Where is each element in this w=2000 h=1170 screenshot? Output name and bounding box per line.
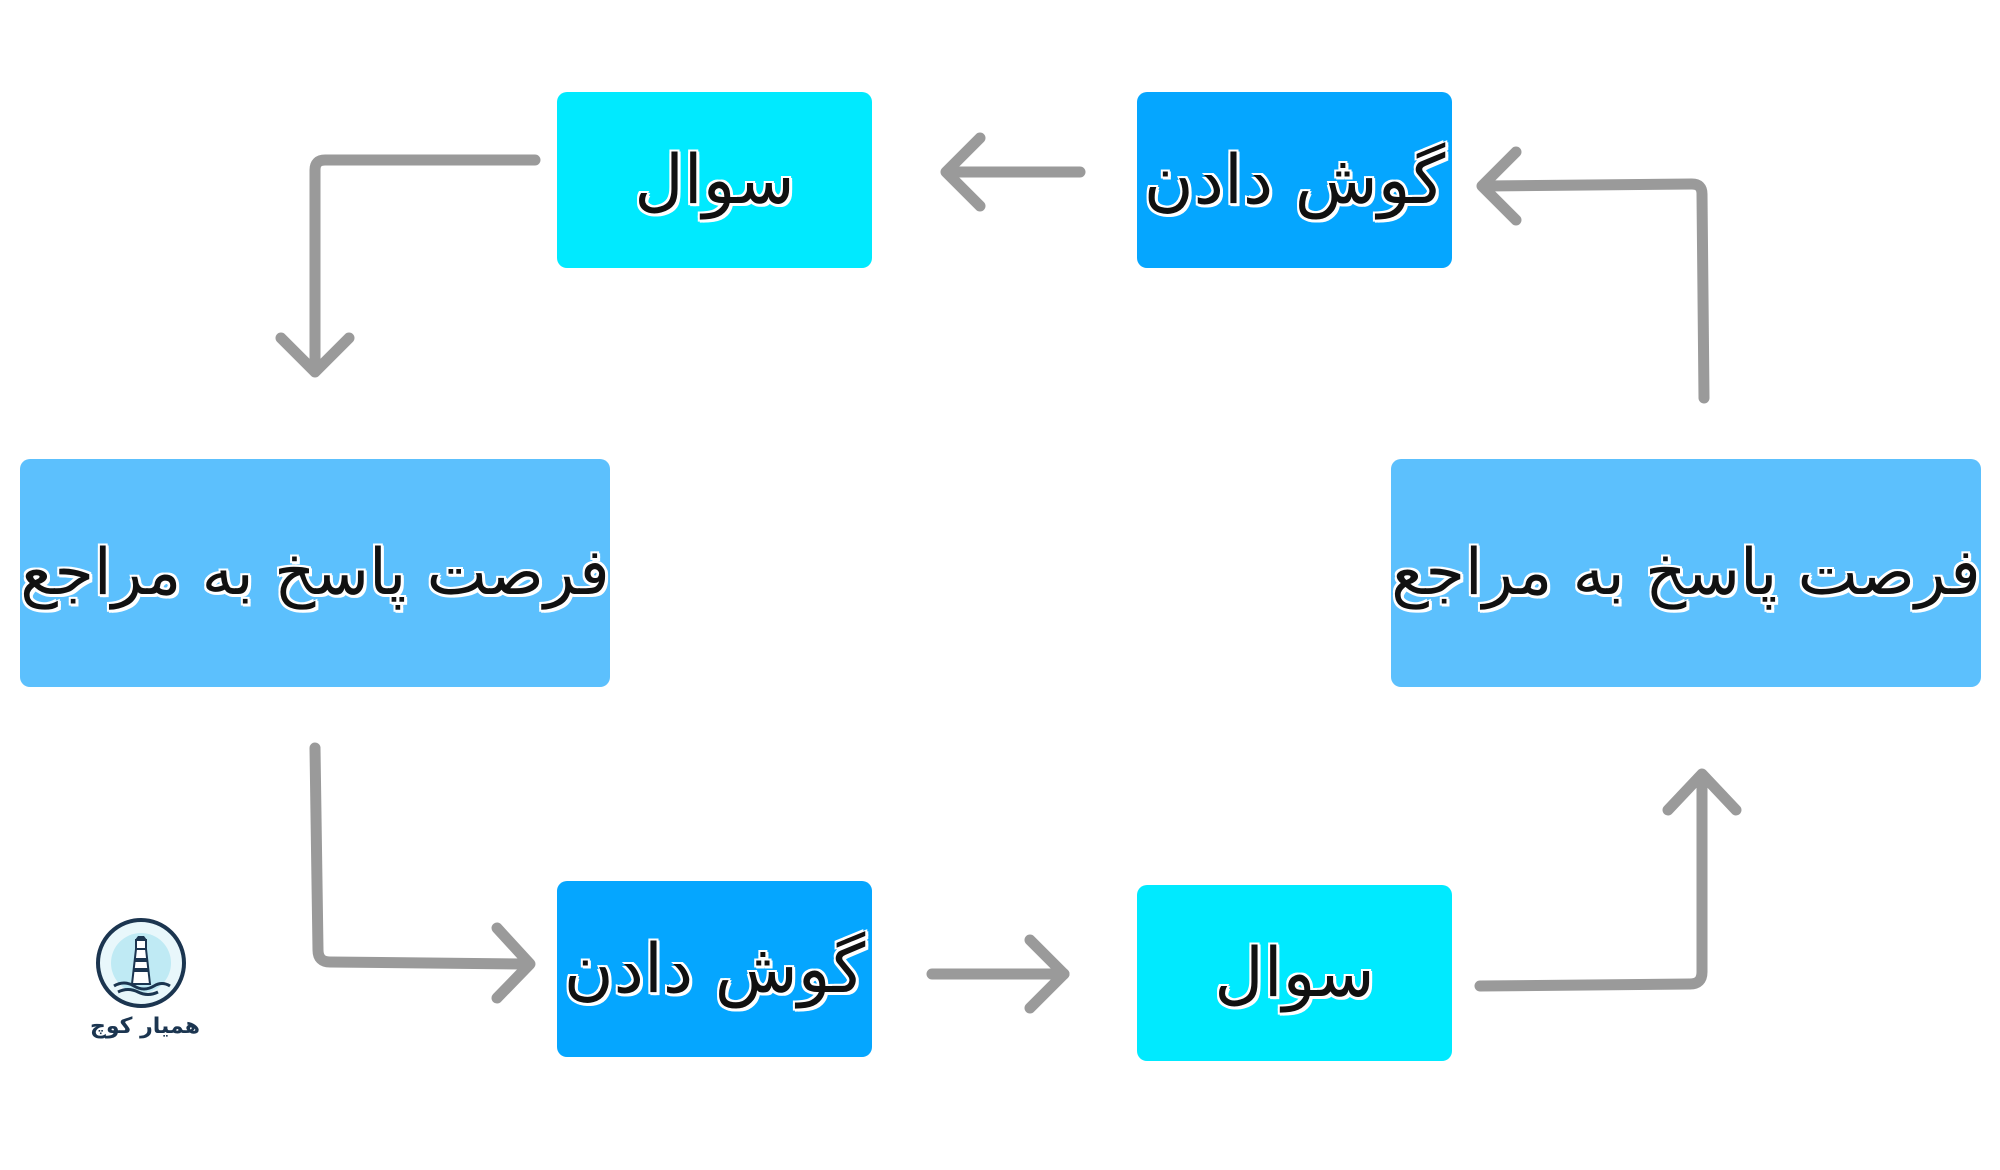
node-label: گوش دادن: [1143, 140, 1446, 220]
node-label: سوال: [634, 140, 795, 220]
arrow-head-right-bottom-left: [491, 922, 536, 1004]
arrow-head-left-top-right: [1476, 146, 1522, 226]
arrow-question-to-right-reference: [1474, 772, 1708, 992]
arrow-head-up-right: [1662, 768, 1742, 816]
arrow-head-down-left: [275, 332, 355, 378]
node-right-reference: فرصت پاسخ به مراجع: [1391, 459, 1981, 687]
node-label: فرصت پاسخ به مراجع: [1391, 536, 1981, 610]
logo-ring: [96, 918, 186, 1008]
arrow-head-right-bottom: [1024, 934, 1070, 1014]
logo-text: همیار کوچ: [89, 1014, 200, 1039]
arrow-question-to-left-reference: [309, 154, 541, 371]
node-bottom-listening: گوش دادن: [557, 881, 872, 1057]
node-left-reference: فرصت پاسخ به مراجع: [20, 459, 610, 687]
node-label: فرصت پاسخ به مراجع: [20, 536, 610, 610]
arrow-left-reference-to-listening: [309, 742, 532, 970]
node-top-listening: گوش دادن: [1137, 92, 1452, 268]
arrow-right-reference-to-listening: [1478, 178, 1710, 404]
node-label: سوال: [1214, 933, 1375, 1013]
lighthouse-icon: [111, 933, 171, 996]
node-label: گوش دادن: [563, 929, 866, 1009]
arrow-head-top-left: [940, 132, 986, 212]
logo: همیار کوچ: [90, 918, 200, 1058]
node-top-question: سوال: [557, 92, 872, 268]
node-bottom-question: سوال: [1137, 885, 1452, 1061]
